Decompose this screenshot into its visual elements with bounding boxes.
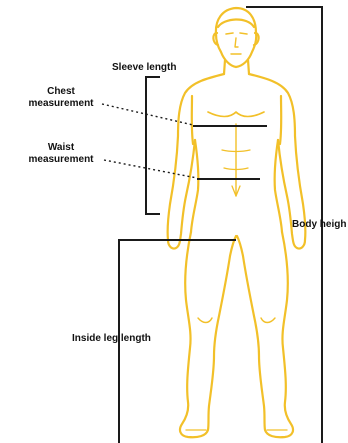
torso-right xyxy=(275,140,282,232)
sleeve-length-label: Sleeve length xyxy=(112,62,176,74)
torso-left xyxy=(191,140,198,232)
right-leg-outline xyxy=(237,232,293,437)
body-height-label: Body heigh xyxy=(292,219,346,231)
chest-measurement-label: Chest measurement xyxy=(22,86,100,110)
waist-measurement-label: Waist measurement xyxy=(22,142,100,166)
waist-label-line1: Waist xyxy=(22,142,100,154)
chest-label-line1: Chest xyxy=(22,86,100,98)
waist-leader xyxy=(104,160,197,178)
left-leg-outline xyxy=(180,232,236,437)
waist-label-line2: measurement xyxy=(22,154,100,166)
chest-label-line2: measurement xyxy=(22,98,100,110)
inside-leg-label: Inside leg length xyxy=(72,333,151,345)
leader-lines xyxy=(102,104,197,178)
body-outline xyxy=(168,8,306,437)
sleeve-length-guide xyxy=(146,77,160,214)
left-arm-outline xyxy=(168,74,224,249)
hair-line xyxy=(218,19,254,27)
